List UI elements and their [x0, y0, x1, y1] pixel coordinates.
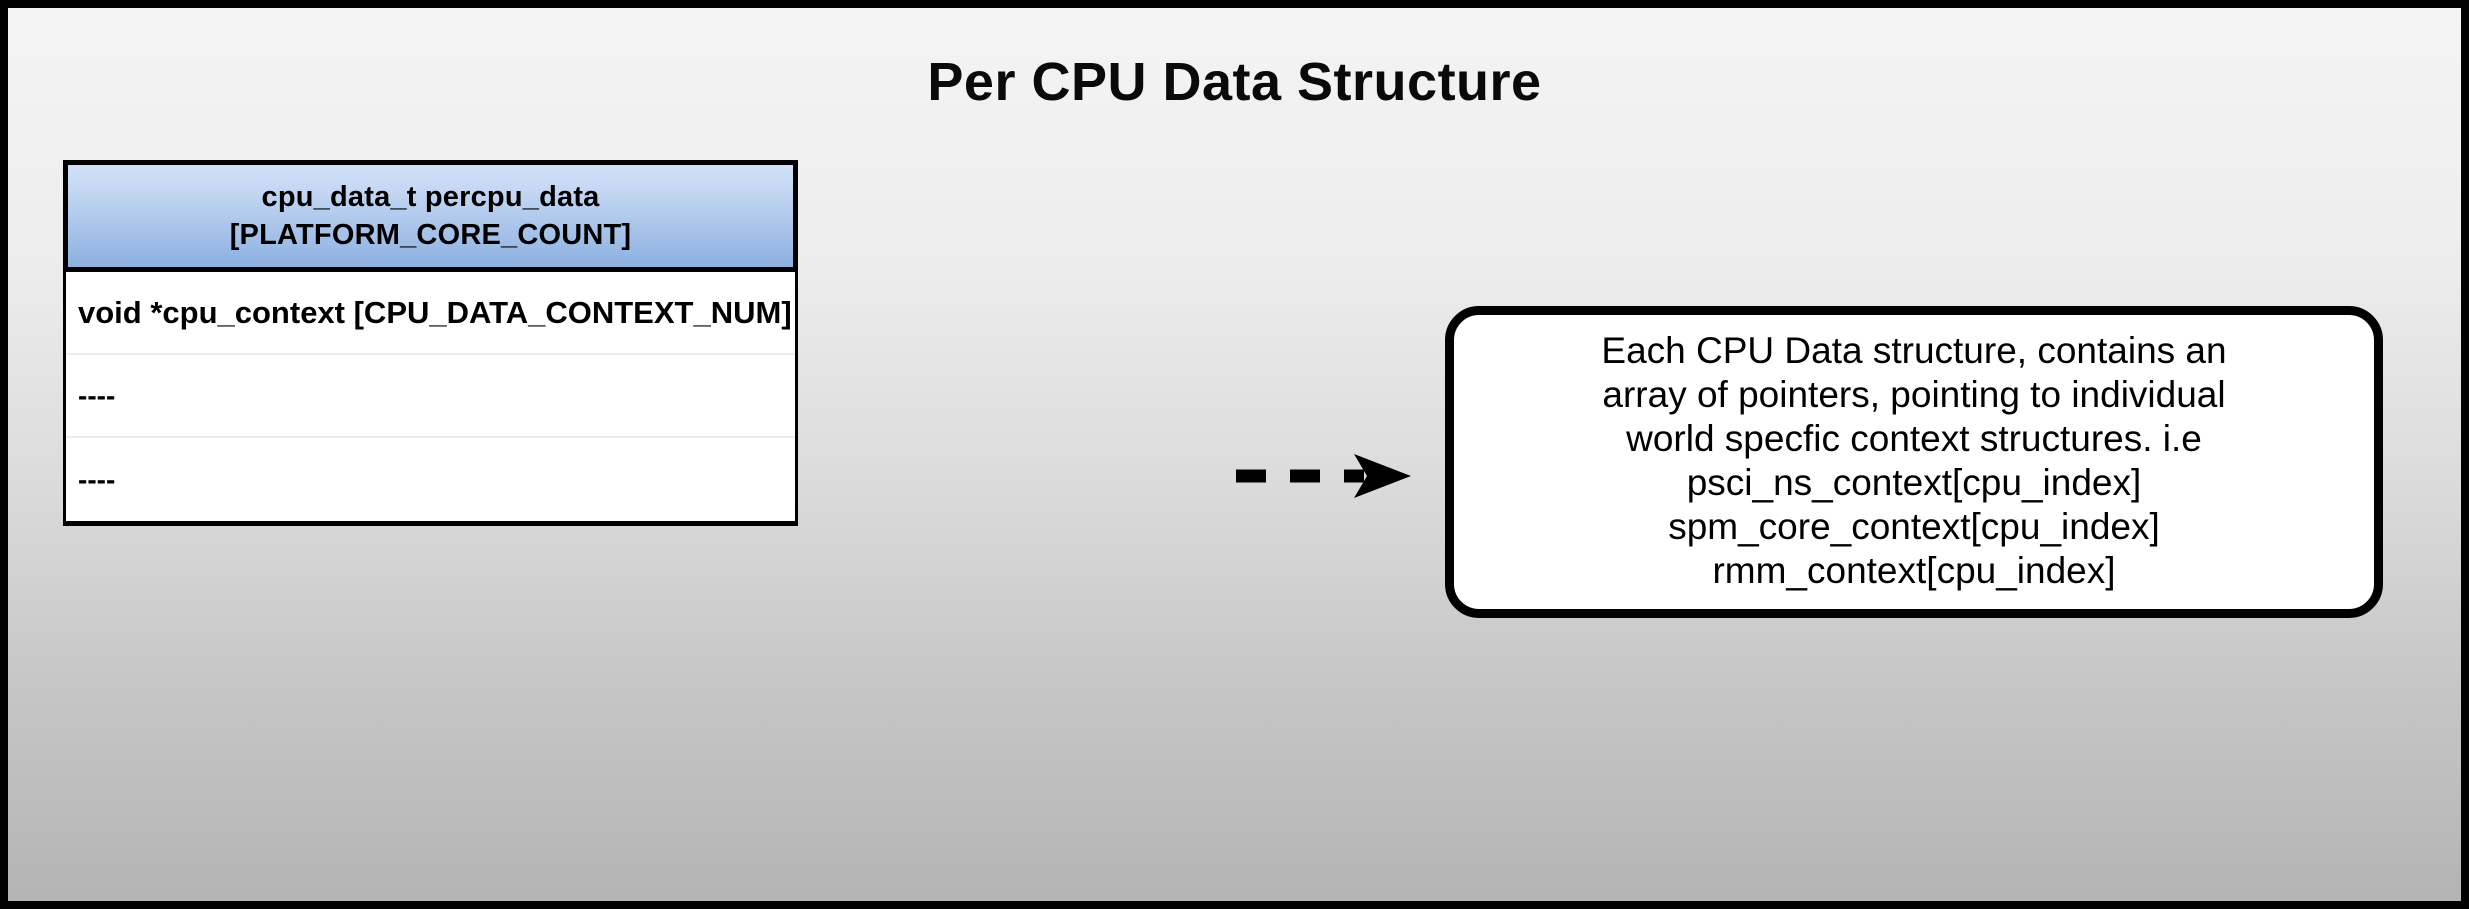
- callout-line: Each CPU Data structure, contains an: [1601, 330, 2227, 371]
- callout-note: Each CPU Data structure, contains an arr…: [1445, 306, 2383, 618]
- table-row: void *cpu_context [CPU_DATA_CONTEXT_NUM]: [66, 272, 795, 355]
- dashed-arrow-svg: [1236, 454, 1411, 498]
- callout-line: world specfic context structures. i.e: [1626, 418, 2202, 459]
- callout-line: psci_ns_context[cpu_index]: [1686, 462, 2142, 503]
- callout-line: array of pointers, pointing to individua…: [1602, 374, 2226, 415]
- struct-field-label: ----: [78, 463, 116, 495]
- struct-table-body: void *cpu_context [CPU_DATA_CONTEXT_NUM]…: [63, 272, 798, 526]
- struct-header-line-2: [PLATFORM_CORE_COUNT]: [229, 219, 632, 251]
- struct-table-header: cpu_data_t percpu_data [PLATFORM_CORE_CO…: [63, 160, 798, 272]
- page-title: Per CPU Data Structure: [927, 52, 1542, 112]
- table-row: ----: [66, 438, 795, 521]
- struct-field-label: ----: [78, 379, 116, 411]
- struct-header-line-1: cpu_data_t percpu_data: [261, 181, 600, 213]
- dashed-arrow-right-icon: [1236, 454, 1411, 498]
- table-row: ----: [66, 355, 795, 438]
- callout-line: rmm_context[cpu_index]: [1712, 550, 2116, 591]
- arrow-head: [1354, 454, 1411, 498]
- struct-field-label: void *cpu_context [CPU_DATA_CONTEXT_NUM]: [78, 294, 792, 330]
- callout-line: spm_core_context[cpu_index]: [1668, 506, 2160, 547]
- percpu-data-struct-table: cpu_data_t percpu_data [PLATFORM_CORE_CO…: [63, 160, 798, 526]
